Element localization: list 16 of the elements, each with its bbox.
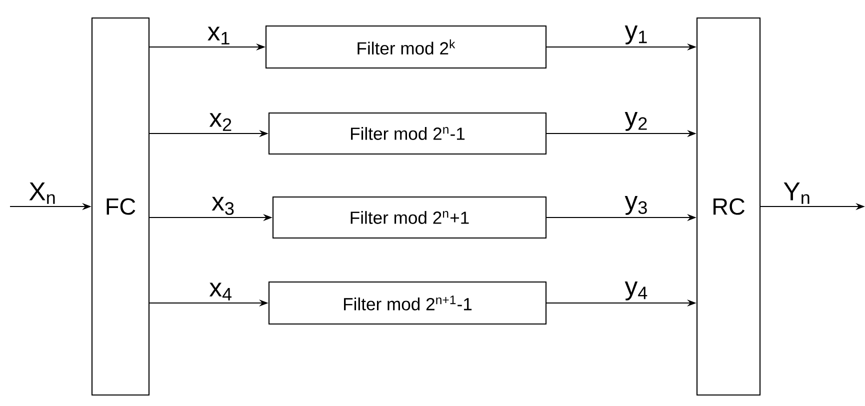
edge-label: y$_{4}$ [624,280,650,302]
edge-label: y$_{2}$ [624,110,650,132]
edge-label: y$_{3}$ [624,194,650,216]
filter-box: Filter mod 2$^{n}$+1 [272,196,547,239]
filter-box: Filter mod 2$^{n}$-1 [268,112,547,155]
edge-label: x$_{4}$ [208,282,234,302]
edge-label: x$_{1}$ [206,26,232,46]
edge-label: Y$_{n}$ [782,181,812,206]
edge-label: x$_{2}$ [208,112,234,132]
filter-box: Filter mod 2$^{k}$ [265,25,547,69]
edge-label: y$_{1}$ [624,24,650,46]
edge-label: x$_{3}$ [210,196,236,216]
edge-label: X$_{n}$ [28,181,58,206]
block-box: FC [91,17,150,396]
block-box: RC [696,17,761,396]
filter-box: Filter mod 2$^{n+1}$-1 [268,281,547,325]
